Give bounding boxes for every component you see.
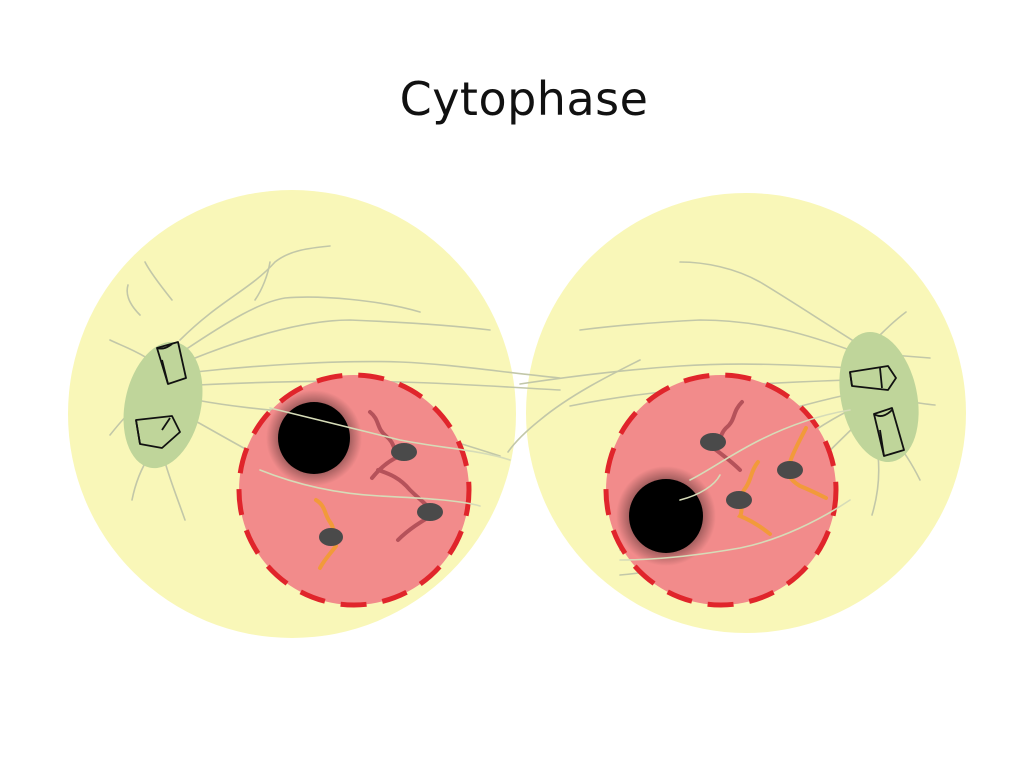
spindle-fibers-over-nuclei [259, 407, 851, 561]
nucleolus-right [629, 479, 703, 553]
centriole-right-bottom [873, 407, 905, 457]
centrosome-right [839, 331, 919, 463]
nucleus-right [603, 372, 839, 608]
centromere-right-2 [726, 491, 752, 509]
nucleus-left [236, 372, 472, 608]
centromere-right-1 [700, 433, 726, 451]
slide-title: Cytophase [399, 72, 649, 126]
centromere-left-2 [417, 503, 443, 521]
centrosome-left [123, 341, 203, 469]
nucleolus-left [278, 402, 350, 474]
centriole-left-bottom [135, 415, 181, 449]
centriole-left-top [156, 341, 187, 385]
centromere-left-1 [391, 443, 417, 461]
centriole-right-top [849, 365, 897, 391]
centromere-left-3 [319, 528, 343, 546]
centromere-right-3 [777, 461, 803, 479]
